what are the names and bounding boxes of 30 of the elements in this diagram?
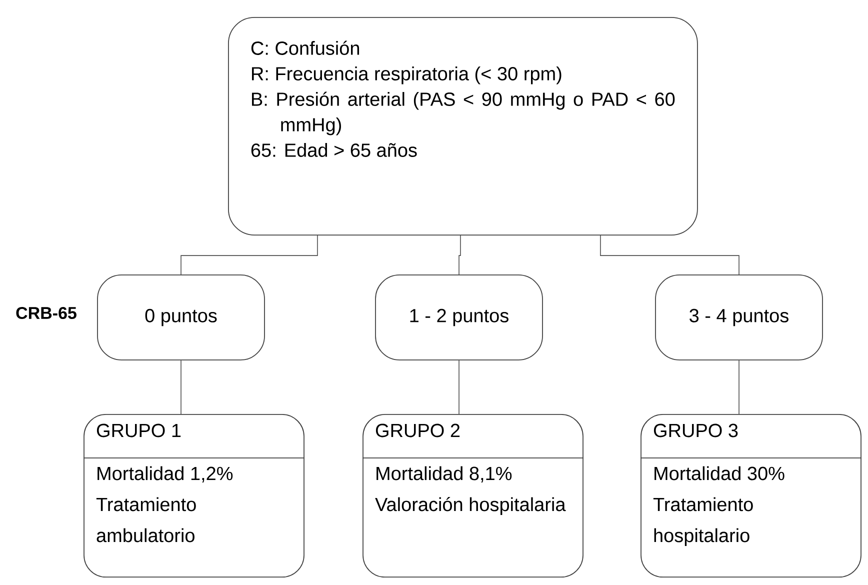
group-text: Mortalidad 1,2% — [98, 466, 233, 482]
criterion-text: B: Presión arterial (PAS < 90 mmHg o PAD < 60 mmHg) — [252, 92, 675, 136]
score-text: 3 - 4 puntos — [690, 308, 788, 326]
connector-line — [600, 235, 740, 275]
score-box — [655, 274, 823, 360]
connector-line — [458, 360, 460, 414]
score-box — [375, 274, 543, 360]
group-heading: GRUPO 1 — [96, 424, 181, 438]
group-heading: GRUPO 3 — [654, 424, 738, 438]
score-box — [97, 274, 265, 360]
group-text: Valoración hospitalaria — [375, 497, 566, 515]
score-text: 0 puntos — [145, 308, 217, 326]
connector-line — [180, 235, 318, 275]
scale-label: CRB-65 — [16, 306, 76, 319]
group-text: Tratamiento hospitalario — [653, 497, 753, 546]
criteria-box — [228, 17, 698, 236]
connector-line — [180, 360, 182, 414]
group-heading: GRUPO 2 — [376, 424, 460, 438]
criterion-text: C: Confusión — [251, 40, 360, 55]
criterion-text: 65: Edad > 65 años — [251, 143, 417, 157]
score-text: 1 - 2 puntos — [410, 308, 508, 326]
group-box — [640, 414, 862, 578]
group-box — [362, 414, 584, 578]
connector-line — [458, 235, 461, 275]
connector-line — [738, 360, 740, 414]
group-box — [83, 414, 305, 578]
group-text: Mortalidad 8,1% — [376, 466, 512, 482]
criterion-text: R: Frecuencia respiratoria (< 30 rpm) — [252, 66, 562, 84]
group-text: Mortalidad 30% — [654, 466, 784, 480]
group-text: Tratamiento ambulatorio — [96, 497, 196, 542]
